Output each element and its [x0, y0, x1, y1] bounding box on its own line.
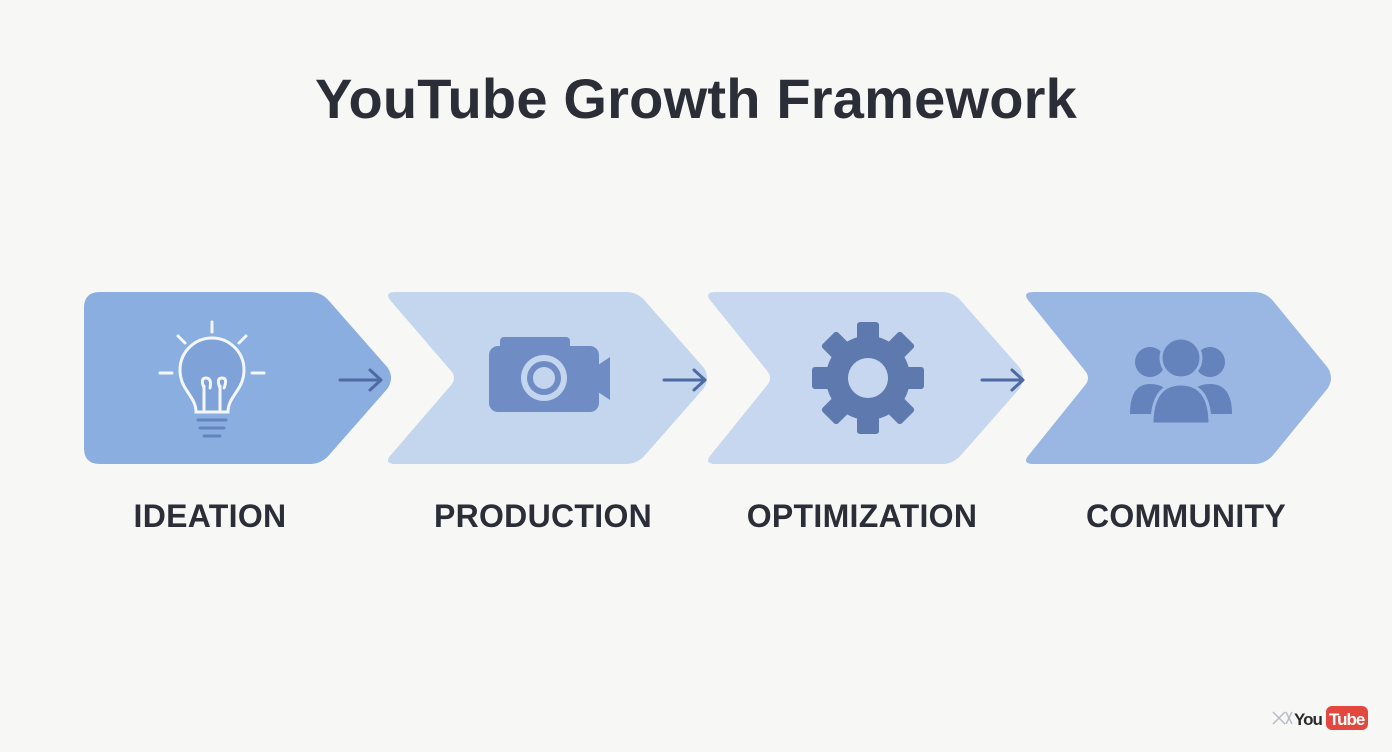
step-production [388, 292, 707, 464]
lightbulb-icon [158, 320, 266, 438]
arrow-icon [662, 368, 707, 392]
people-icon [1130, 336, 1232, 426]
step-community [1026, 292, 1331, 464]
step-optimization [708, 292, 1023, 464]
svg-text:You: You [1294, 710, 1322, 729]
camera-icon [489, 337, 610, 412]
step-label-production: PRODUCTION [433, 498, 653, 534]
step-label-community: COMMUNITY [1085, 498, 1286, 534]
step-ideation [84, 292, 391, 464]
svg-text:Tube: Tube [1329, 710, 1365, 729]
arrow-icon [980, 368, 1025, 392]
arrow-icon [338, 368, 383, 392]
step-label-ideation: IDEATION [133, 498, 287, 534]
step-label-optimization: OPTIMIZATION [746, 498, 978, 534]
gear-icon [812, 322, 924, 434]
youtube-logo-icon: You Tube [1272, 706, 1368, 730]
diagram-title: YouTube Growth Framework [315, 67, 1077, 130]
